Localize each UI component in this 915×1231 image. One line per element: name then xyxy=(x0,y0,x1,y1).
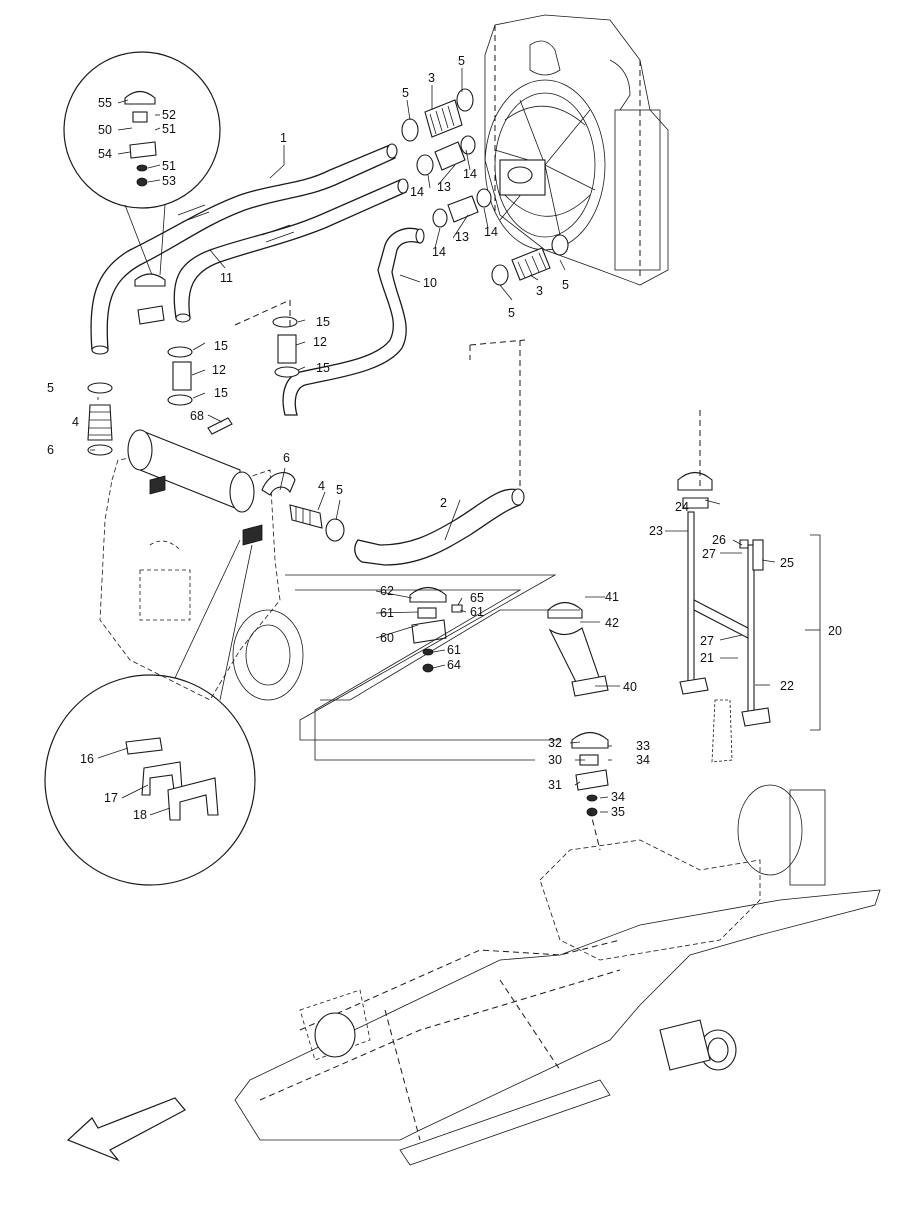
callout-6b: 6 xyxy=(283,451,290,465)
callout-55: 55 xyxy=(98,96,112,110)
callout-42: 42 xyxy=(605,616,619,630)
callout-5f: 5 xyxy=(336,483,343,497)
callout-3a: 3 xyxy=(428,71,435,85)
callout-60: 60 xyxy=(380,631,394,645)
callout-33: 33 xyxy=(636,739,650,753)
muffler-engine xyxy=(99,429,345,701)
callout-27a: 27 xyxy=(702,547,716,561)
hose-1 xyxy=(90,143,398,355)
callout-10: 10 xyxy=(423,276,437,290)
callout-34b: 34 xyxy=(611,790,625,804)
callout-2: 2 xyxy=(440,496,447,510)
callout-20: 20 xyxy=(828,624,842,638)
callout-23: 23 xyxy=(649,524,663,538)
detail-circle-top xyxy=(63,51,221,325)
callout-21: 21 xyxy=(700,651,714,665)
mount-parts xyxy=(409,586,609,817)
callout-6a: 6 xyxy=(47,443,54,457)
hose-10 xyxy=(282,227,425,416)
break-marks xyxy=(177,204,295,243)
callout-14d: 14 xyxy=(432,245,446,259)
dashed-leaders xyxy=(234,299,701,851)
outline-shapes xyxy=(285,574,580,761)
callout-5a: 5 xyxy=(402,86,409,100)
callout-1: 1 xyxy=(280,131,287,145)
arrow-left-down-icon xyxy=(66,1097,186,1162)
callout-15c: 15 xyxy=(214,339,228,353)
callout-12b: 12 xyxy=(212,363,226,377)
callout-51a: 51 xyxy=(162,122,176,136)
callout-5b: 5 xyxy=(458,54,465,68)
callout-52: 52 xyxy=(162,108,176,122)
radiator-assembly xyxy=(484,14,669,286)
radiator-couplings xyxy=(401,88,569,286)
callout-15b: 15 xyxy=(316,361,330,375)
callout-61a: 61 xyxy=(380,606,394,620)
callout-5c: 5 xyxy=(562,278,569,292)
callout-54: 54 xyxy=(98,147,112,161)
callout-25: 25 xyxy=(780,556,794,570)
callout-4a: 4 xyxy=(72,415,79,429)
callout-68: 68 xyxy=(190,409,204,423)
callout-32: 32 xyxy=(548,736,562,750)
detail-circle-bottom xyxy=(44,539,256,886)
hose-2 xyxy=(354,488,525,566)
callout-5e: 5 xyxy=(47,381,54,395)
callout-51b: 51 xyxy=(162,159,176,173)
callout-11: 11 xyxy=(220,271,233,285)
callout-30: 30 xyxy=(548,753,562,767)
callout-16: 16 xyxy=(80,752,94,766)
hose-11 xyxy=(173,178,409,323)
callout-65: 65 xyxy=(470,591,484,605)
callout-50: 50 xyxy=(98,123,112,137)
callout-41: 41 xyxy=(605,590,619,604)
callout-3b: 3 xyxy=(536,284,543,298)
callout-13a: 13 xyxy=(437,180,451,194)
callout-4b: 4 xyxy=(318,479,325,493)
callout-15d: 15 xyxy=(214,386,228,400)
callout-27b: 27 xyxy=(700,634,714,648)
callout-13b: 13 xyxy=(455,230,469,244)
callout-12a: 12 xyxy=(313,335,327,349)
chassis-frame xyxy=(234,699,881,1166)
callout-leaders xyxy=(90,68,820,816)
callout-labels: 1 2 3 3 4 4 5 5 5 5 5 5 6 6 10 11 12 12 … xyxy=(47,54,842,822)
callout-34a: 34 xyxy=(636,753,650,767)
callout-18: 18 xyxy=(133,808,147,822)
callout-24: 24 xyxy=(675,500,689,514)
callout-14b: 14 xyxy=(484,225,498,239)
bracket-assembly-20 xyxy=(677,471,821,731)
callout-61b: 61 xyxy=(470,605,484,619)
callout-53: 53 xyxy=(162,174,176,188)
callout-64: 64 xyxy=(447,658,461,672)
callout-5d: 5 xyxy=(508,306,515,320)
callout-40: 40 xyxy=(623,680,637,694)
callout-14c: 14 xyxy=(410,185,424,199)
callout-35: 35 xyxy=(611,805,625,819)
callout-61c: 61 xyxy=(447,643,461,657)
callout-31: 31 xyxy=(548,778,562,792)
callout-14a: 14 xyxy=(463,167,477,181)
callout-22: 22 xyxy=(780,679,794,693)
callout-15a: 15 xyxy=(316,315,330,329)
left-hose-parts xyxy=(87,316,300,456)
callout-62: 62 xyxy=(380,584,394,598)
callout-17: 17 xyxy=(104,791,118,805)
callout-26: 26 xyxy=(712,533,726,547)
